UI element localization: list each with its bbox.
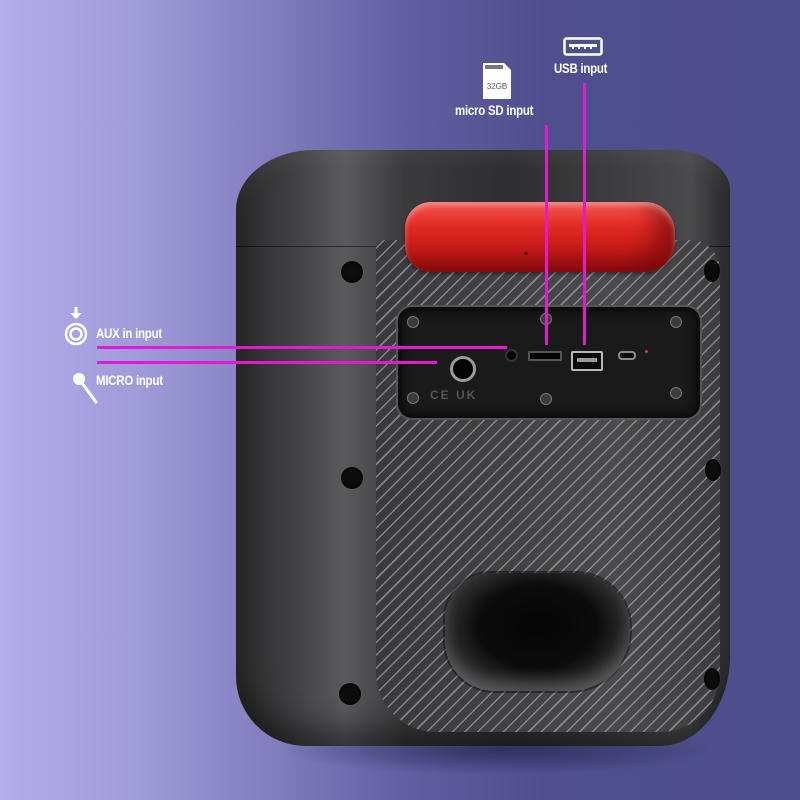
sd-card-icon: 32GB — [483, 63, 511, 99]
bottom-carry-handle — [445, 573, 630, 691]
micro-sd-input-label: micro SD input — [455, 102, 534, 118]
usb-c-port — [618, 351, 636, 360]
micro-sd-callout-line — [545, 125, 548, 345]
usb-a-port — [571, 351, 603, 371]
mount-hole — [705, 459, 721, 481]
handle-dot — [524, 252, 528, 255]
panel-screw — [407, 392, 419, 404]
panel-screw — [670, 316, 682, 328]
aux-callout-line — [97, 346, 507, 349]
microphone-icon — [73, 373, 98, 404]
svg-text:32GB: 32GB — [487, 82, 507, 91]
panel-screw — [670, 387, 682, 399]
aux-jack-icon — [64, 307, 88, 346]
mount-hole — [339, 683, 361, 705]
certification-marks: CE UK — [430, 388, 478, 402]
mount-hole — [704, 260, 720, 282]
mount-hole — [704, 668, 720, 690]
micro-sd-slot — [528, 351, 562, 361]
status-led — [645, 350, 648, 353]
micro-callout-line — [97, 361, 437, 364]
usb-input-label: USB input — [554, 60, 608, 76]
mount-hole — [341, 261, 363, 283]
mount-hole — [341, 467, 363, 489]
aux-input-label: AUX in input — [96, 325, 162, 341]
aux-jack-port — [505, 349, 518, 362]
panel-screw — [540, 393, 552, 405]
micro-input-label: MICRO input — [96, 372, 163, 388]
panel-screw — [407, 316, 419, 328]
microphone-jack-port — [450, 356, 476, 382]
top-carry-handle — [405, 202, 675, 272]
usb-port-icon — [563, 37, 603, 56]
usb-callout-line — [583, 83, 586, 345]
